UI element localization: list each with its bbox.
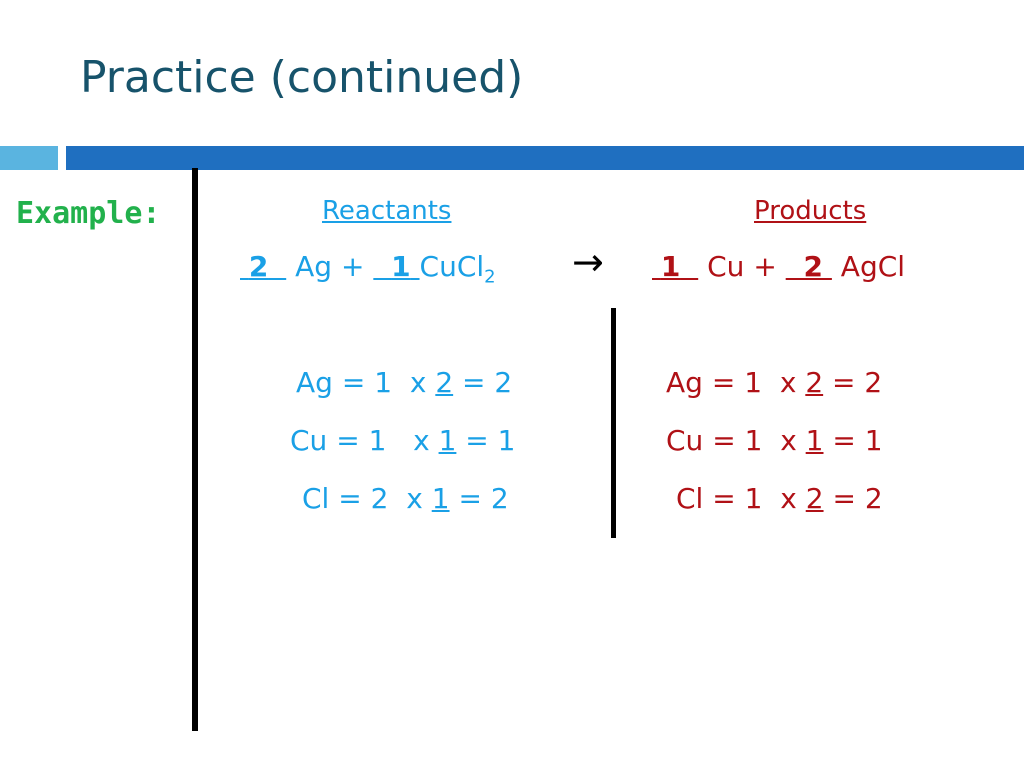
reactant-count-row: Cl = 2 x 1 = 2 [302,482,509,515]
product-species-1: Cu [707,250,745,283]
atom-count: 1 [744,482,763,515]
atom-total: 1 [497,424,516,457]
product-count-row: Ag = 1 x 2 = 2 [666,366,883,399]
reactants-header: Reactants [322,196,452,226]
element-symbol: Cu [290,424,328,457]
atom-total: 2 [864,366,883,399]
product-coef-2: 2 [803,250,823,283]
title-divider-accent [0,146,58,170]
multiplier: 2 [805,482,824,515]
reactant-coef-2: 1 [391,250,411,283]
product-count-row: Cu = 1 x 1 = 1 [666,424,883,457]
reactant-coef-1: 2 [248,250,269,283]
atom-count: 1 [744,424,763,457]
products-header: Products [754,196,867,226]
atom-total: 2 [494,366,513,399]
reactant-species-2: CuCl [419,250,485,283]
reaction-arrow: → [572,240,604,284]
product-coef-2-blank: 2 [786,250,832,283]
plus-sign-products: + [753,250,777,283]
atom-count: 1 [744,366,763,399]
product-count-row: Cl = 1 x 2 = 2 [676,482,883,515]
reactant-species-1: Ag [295,250,333,283]
center-divider-line [611,308,616,538]
reactant-coef-1-blank: 2 [240,250,286,283]
element-symbol: Ag [296,366,333,399]
multiplier: 2 [435,366,454,399]
element-symbol: Cu [666,424,704,457]
atom-total: 2 [490,482,509,515]
plus-sign: + [340,250,365,283]
reactant-count-row: Ag = 1 x 2 = 2 [296,366,513,399]
element-symbol: Ag [666,366,703,399]
element-symbol: Cl [302,482,330,515]
multiplier: 2 [805,366,824,399]
example-label: Example: [16,196,161,231]
reactant-count-row: Cu = 1 x 1 = 1 [290,424,516,457]
product-coef-1: 1 [660,250,681,283]
atom-count: 2 [370,482,389,515]
multiplier: 1 [805,424,824,457]
reactant-coef-2-blank: 1 [373,250,419,283]
element-symbol: Cl [676,482,704,515]
product-coef-1-blank: 1 [652,250,698,283]
atom-total: 2 [864,482,883,515]
left-divider-line [192,168,198,731]
multiplier: 1 [431,482,450,515]
reactant-subscript-2: 2 [484,266,496,288]
product-species-2: AgCl [840,250,906,283]
product-equation: 1 Cu + 2 AgCl [652,250,905,283]
multiplier: 1 [438,424,457,457]
slide-title: Practice (continued) [80,52,524,103]
atom-total: 1 [864,424,883,457]
title-divider-bar [66,146,1024,170]
atom-count: 1 [368,424,387,457]
atom-count: 1 [374,366,393,399]
reactant-equation: 2 Ag + 1 CuCl2 [240,250,496,288]
